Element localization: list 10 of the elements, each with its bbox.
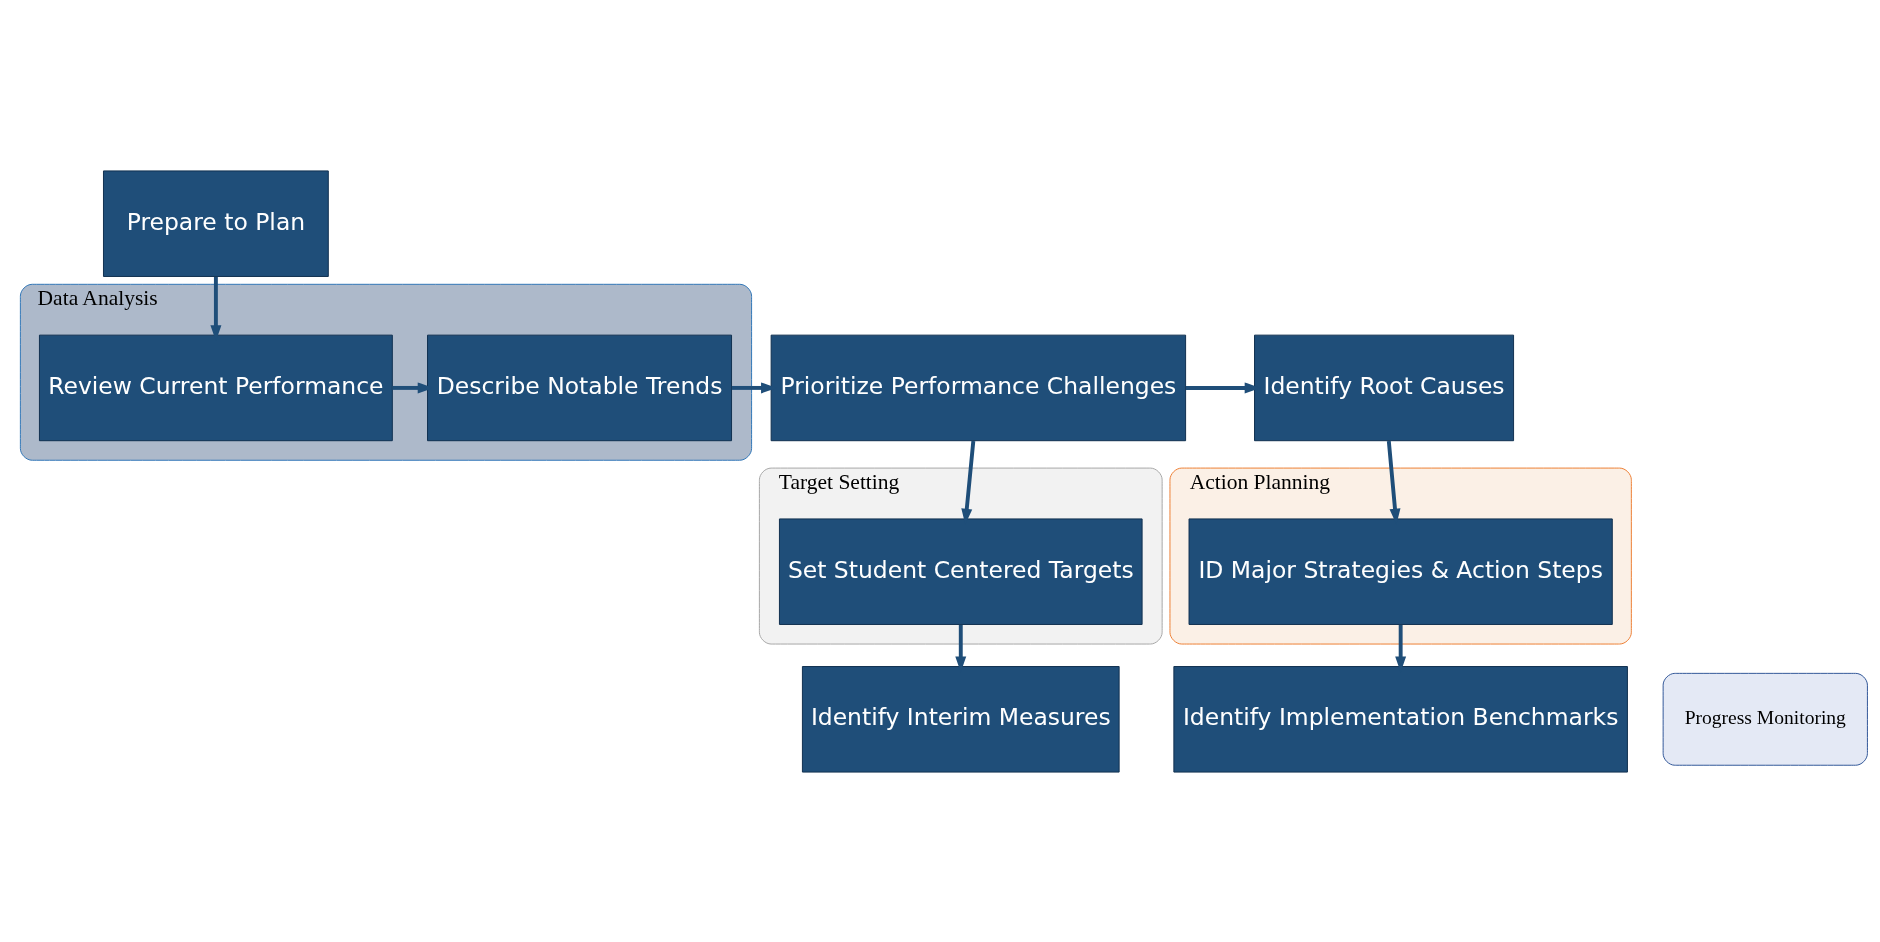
node-box: Identify Interim Measures [801,665,1120,773]
node-box: Prepare to Plan [103,169,329,277]
node-box: ID Major Strategies & Action Steps [1188,517,1613,625]
node-box: Identify Root Causes [1254,334,1515,441]
node-box: Review Current Performance [38,334,393,441]
node-box: Prioritize Performance Challenges [770,334,1187,441]
node-box: Progress Monitoring [1662,672,1868,766]
node-box: Identify Implementation Benchmarks [1173,665,1628,773]
node-box: Set Student Centered Targets [778,517,1143,625]
node-box: Describe Notable Trends [427,334,733,441]
